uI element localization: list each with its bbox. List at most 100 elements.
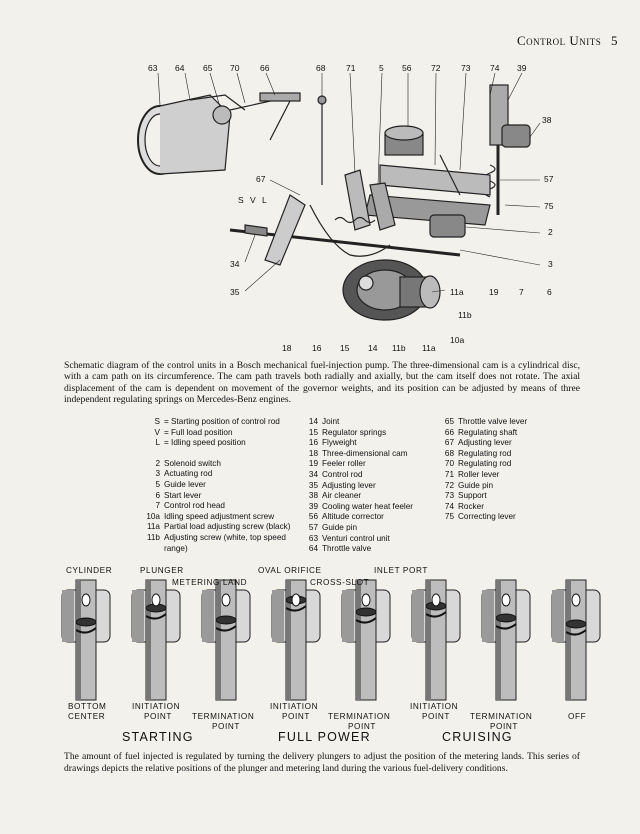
legend-key: 14 bbox=[308, 417, 318, 426]
legend-key: 75 bbox=[444, 512, 454, 522]
oval-orifice bbox=[151, 593, 161, 607]
legend-key: 74 bbox=[444, 501, 454, 511]
legend-item: 7 Control rod head bbox=[130, 501, 291, 512]
legend-key: 38 bbox=[308, 491, 318, 501]
cylinder-shade bbox=[62, 590, 74, 642]
legend-text: Guide pin bbox=[322, 522, 358, 532]
oval-orifice bbox=[571, 593, 581, 607]
plunger-shade bbox=[356, 580, 361, 700]
cylinder-shade bbox=[412, 590, 424, 642]
oval-orifice bbox=[431, 593, 441, 607]
legend-key: 6 bbox=[155, 490, 160, 500]
legend-column-1: S= Starting position of control rod V= F… bbox=[130, 417, 291, 555]
legend-text: Adjusting screw (white, top speed bbox=[164, 532, 286, 542]
callout-35: 35 bbox=[230, 287, 240, 297]
legend-text: Adjusting lever bbox=[322, 480, 376, 490]
label-off: OFF bbox=[568, 712, 587, 721]
oval-orifice bbox=[291, 593, 301, 607]
legend-key: 3 bbox=[155, 469, 160, 479]
control-units-illustration bbox=[137, 72, 541, 321]
legend-key: 7 bbox=[155, 501, 160, 511]
label-cross-slot: CROSS-SLOT bbox=[310, 578, 370, 587]
legend-text: Venturi control unit bbox=[322, 533, 390, 543]
callout-64: 64 bbox=[175, 63, 185, 73]
plunger-shade bbox=[216, 580, 221, 700]
legend-text: Flyweight bbox=[322, 438, 357, 448]
callout-57: 57 bbox=[544, 174, 554, 184]
oval-orifice bbox=[81, 593, 91, 607]
legend-text: Partial load adjusting screw (black) bbox=[164, 522, 291, 532]
legend-text: Guide pin bbox=[458, 480, 494, 490]
plunger-unit bbox=[481, 579, 531, 701]
callout-70: 70 bbox=[230, 63, 240, 73]
legend-text: Correcting lever bbox=[458, 512, 516, 522]
legend-key: 16 bbox=[308, 438, 318, 448]
legend-key: V bbox=[154, 427, 160, 437]
legend-text: Regulating rod bbox=[458, 459, 512, 469]
legend-item: 74 Rocker bbox=[432, 502, 527, 513]
legend-text: Cooling water heat feeler bbox=[322, 501, 414, 511]
legend-text: Solenoid switch bbox=[164, 458, 221, 468]
helix-edge bbox=[285, 605, 307, 612]
legend-item: range) bbox=[130, 544, 291, 555]
legend-text: Rocker bbox=[458, 501, 484, 511]
label-cylinder: CYLINDER bbox=[66, 566, 113, 575]
label-bottom: BOTTOM bbox=[68, 702, 107, 711]
legend-key: 57 bbox=[308, 522, 318, 532]
legend-item: V= Full load position bbox=[130, 428, 291, 439]
callout-11a-right: 11a bbox=[450, 287, 464, 297]
legend-text: Throttle valve lever bbox=[458, 417, 528, 426]
helix-edge bbox=[425, 611, 447, 618]
callout-72: 72 bbox=[431, 63, 441, 73]
legend-key: 15 bbox=[308, 427, 318, 437]
plunger-unit bbox=[131, 579, 181, 701]
legend-item: 57 Guide pin bbox=[296, 523, 413, 534]
oval-orifice bbox=[361, 593, 371, 607]
label-oval-orifice: OVAL ORIFICE bbox=[258, 566, 322, 575]
legend-key: 70 bbox=[444, 459, 454, 469]
section-title: Control Units bbox=[516, 33, 602, 48]
callout-66: 66 bbox=[260, 63, 270, 73]
callout-11b-bottom: 11b bbox=[392, 343, 406, 353]
metering-land bbox=[565, 619, 587, 629]
label-point-3: POINT bbox=[282, 712, 311, 721]
legend-key: 71 bbox=[444, 469, 454, 479]
label-metering-land: METERING LAND bbox=[172, 578, 248, 587]
legend-text: = Idling speed position bbox=[164, 438, 246, 448]
callout-6: 6 bbox=[547, 287, 552, 297]
oval-orifice bbox=[501, 593, 511, 607]
callout-16: 16 bbox=[312, 343, 322, 353]
legend-item: S= Starting position of control rod bbox=[130, 417, 291, 428]
legend-key: 11a bbox=[146, 522, 160, 532]
legend-text: Control rod head bbox=[164, 501, 225, 511]
legend-text: Idling speed adjustment screw bbox=[164, 511, 275, 521]
legend-key: 63 bbox=[308, 533, 318, 543]
legend-text: Throttle valve bbox=[322, 544, 372, 554]
label-termination-2: TERMINATION bbox=[328, 712, 391, 721]
callout-3: 3 bbox=[548, 259, 553, 269]
label-point-5: POINT bbox=[422, 712, 451, 721]
legend-key: 10a bbox=[146, 511, 160, 521]
plunger-shade bbox=[76, 580, 81, 700]
callout-38: 38 bbox=[542, 115, 552, 125]
plunger-unit bbox=[201, 579, 251, 701]
legend-text: Feeler roller bbox=[322, 459, 366, 469]
legend-key: 5 bbox=[155, 479, 160, 489]
label-point-4: POINT bbox=[348, 722, 377, 731]
callout-15: 15 bbox=[340, 343, 350, 353]
legend-text: Three-dimensional cam bbox=[322, 448, 408, 458]
callout-11b-right: 11b bbox=[458, 310, 472, 320]
legend-text: Roller lever bbox=[458, 469, 500, 479]
oval-orifice bbox=[221, 593, 231, 607]
plunger-shade bbox=[566, 580, 571, 700]
